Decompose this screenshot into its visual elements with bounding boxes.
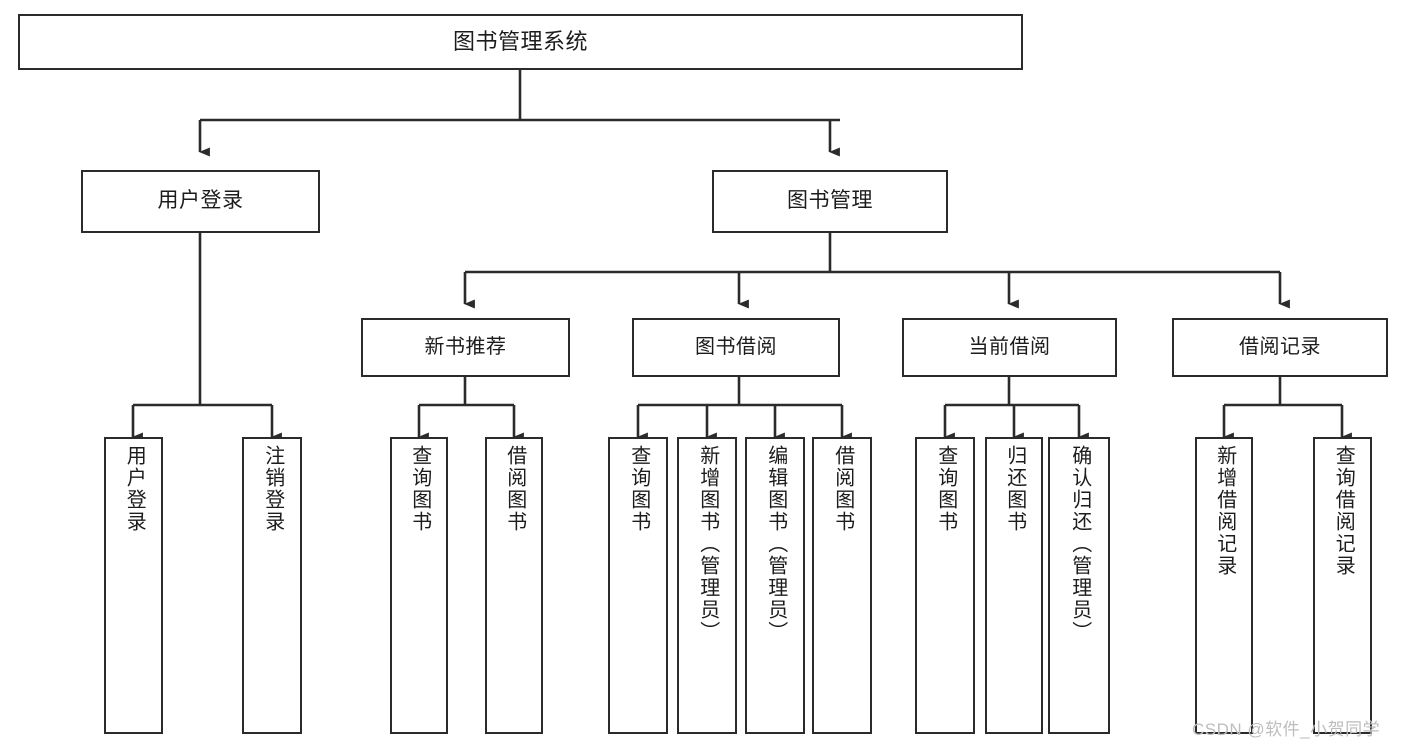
node-leaf-query-book-3[interactable]: 查询图书 (915, 437, 975, 734)
node-current-borrow[interactable]: 当前借阅 (902, 318, 1117, 377)
node-label: 查询借阅记录 (1332, 445, 1355, 577)
node-label: 当前借阅 (968, 336, 1051, 358)
node-leaf-query-book-1[interactable]: 查询图书 (390, 437, 448, 734)
watermark-text: CSDN @软件_小贺同学 (1192, 720, 1381, 739)
node-book-borrow[interactable]: 图书借阅 (632, 318, 840, 377)
node-label: 查询图书 (627, 445, 650, 533)
node-user-login[interactable]: 用户登录 (81, 170, 320, 233)
node-new-book-recommend[interactable]: 新书推荐 (361, 318, 570, 377)
node-label: 图书管理系统 (452, 29, 588, 55)
node-label: 借阅图书 (503, 445, 526, 533)
node-label: 注销登录 (261, 445, 284, 533)
node-leaf-query-record[interactable]: 查询借阅记录 (1313, 437, 1372, 734)
node-leaf-user-login[interactable]: 用户登录 (104, 437, 163, 734)
node-root-system[interactable]: 图书管理系统 (18, 14, 1023, 70)
node-label: 查询图书 (934, 445, 957, 533)
node-leaf-confirm-return[interactable]: 确认归还（管理员） (1048, 437, 1110, 734)
node-label: 查询图书 (408, 445, 431, 533)
node-leaf-borrow-book-1[interactable]: 借阅图书 (485, 437, 543, 734)
node-label: 图书借阅 (695, 336, 777, 358)
node-label: 图书管理 (787, 189, 873, 213)
node-label: 用户登录 (123, 445, 146, 533)
node-leaf-borrow-book-2[interactable]: 借阅图书 (812, 437, 872, 734)
node-book-manage[interactable]: 图书管理 (712, 170, 948, 233)
node-leaf-logout-login[interactable]: 注销登录 (242, 437, 302, 734)
node-borrow-record[interactable]: 借阅记录 (1172, 318, 1388, 377)
node-label: 归还图书 (1003, 445, 1026, 533)
node-leaf-add-book[interactable]: 新增图书（管理员） (677, 437, 737, 734)
node-leaf-add-record[interactable]: 新增借阅记录 (1195, 437, 1253, 734)
node-label: 借阅记录 (1239, 336, 1321, 358)
node-label: 新增借阅记录 (1213, 445, 1236, 577)
node-label: 借阅图书 (831, 445, 854, 533)
node-label: 编辑图书（管理员） (764, 445, 787, 643)
node-label: 新书推荐 (424, 336, 507, 358)
node-leaf-query-book-2[interactable]: 查询图书 (608, 437, 668, 734)
node-label: 新增图书（管理员） (696, 445, 719, 643)
node-leaf-edit-book[interactable]: 编辑图书（管理员） (745, 437, 805, 734)
node-label: 确认归还（管理员） (1068, 445, 1091, 643)
node-leaf-return-book[interactable]: 归还图书 (985, 437, 1043, 734)
node-label: 用户登录 (157, 189, 244, 213)
